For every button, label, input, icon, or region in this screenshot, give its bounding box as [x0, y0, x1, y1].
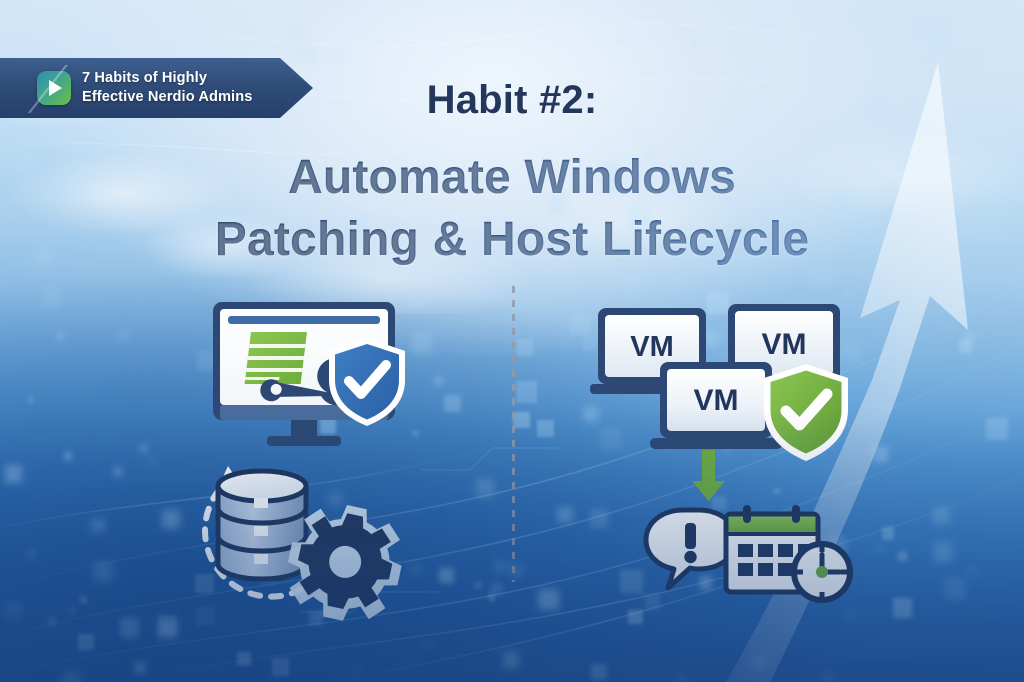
headline-line-1: Automate Windows — [0, 149, 1024, 207]
cloud-haze — [0, 0, 1024, 314]
svg-text:VM: VM — [762, 328, 807, 361]
headline-line-2: Patching & Host Lifecycle — [0, 211, 1024, 269]
image-lifecycle-illustration — [176, 458, 402, 621]
series-banner-line2: Effective Nerdio Admins — [82, 89, 253, 105]
svg-text:VM: VM — [630, 331, 674, 363]
vertical-dashed-divider — [512, 286, 515, 582]
headline-block: Habit #2: Automate Windows Patching & Ho… — [0, 78, 1024, 268]
headline-kicker: Habit #2: — [426, 78, 598, 122]
series-banner-text: 7 Habits of Highly Effective Nerdio Admi… — [82, 69, 252, 108]
nerdio-play-logo-icon — [27, 65, 75, 113]
patching-monitor-illustration — [205, 296, 417, 448]
series-banner-line1: 7 Habits of Highly — [82, 69, 208, 86]
scheduled-maintenance-illustration — [643, 448, 853, 604]
svg-text:VM: VM — [694, 384, 739, 417]
virtual-machines-illustration: VM VM VM — [588, 300, 856, 461]
series-banner: 7 Habits of Highly Effective Nerdio Admi… — [0, 58, 313, 118]
background-bottom-vignette — [0, 409, 1024, 682]
